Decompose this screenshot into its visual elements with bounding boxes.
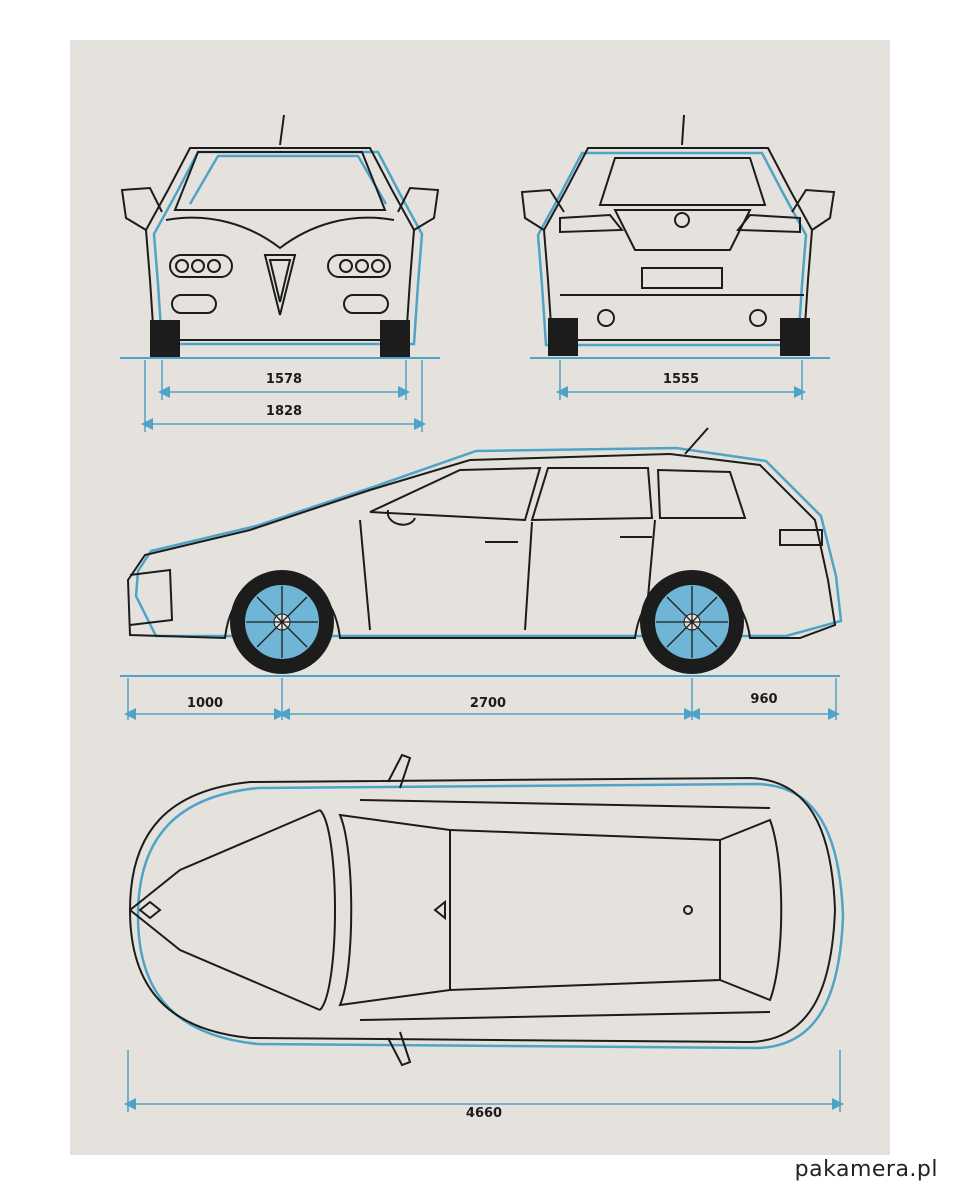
side-view bbox=[120, 427, 843, 720]
blueprint-drawing bbox=[120, 114, 845, 1112]
watermark: pakamera.pl bbox=[794, 1157, 938, 1182]
rear-track-dimension: 1555 bbox=[662, 372, 700, 387]
front-view bbox=[120, 114, 440, 432]
top-view bbox=[124, 753, 845, 1112]
front-overhang-dimension: 1000 bbox=[186, 696, 224, 711]
rear-overhang-dimension: 960 bbox=[750, 692, 778, 707]
overall-length-dimension: 4660 bbox=[465, 1106, 503, 1121]
front-wheel bbox=[230, 570, 334, 674]
front-track-dimension: 1578 bbox=[265, 372, 303, 387]
wheelbase-dimension: 2700 bbox=[469, 696, 507, 711]
blueprint-poster: 1578 1828 1555 1000 2700 960 4660 bbox=[70, 40, 890, 1155]
rear-view bbox=[520, 114, 836, 400]
rear-wheel bbox=[640, 570, 744, 674]
front-width-dimension: 1828 bbox=[265, 404, 303, 419]
